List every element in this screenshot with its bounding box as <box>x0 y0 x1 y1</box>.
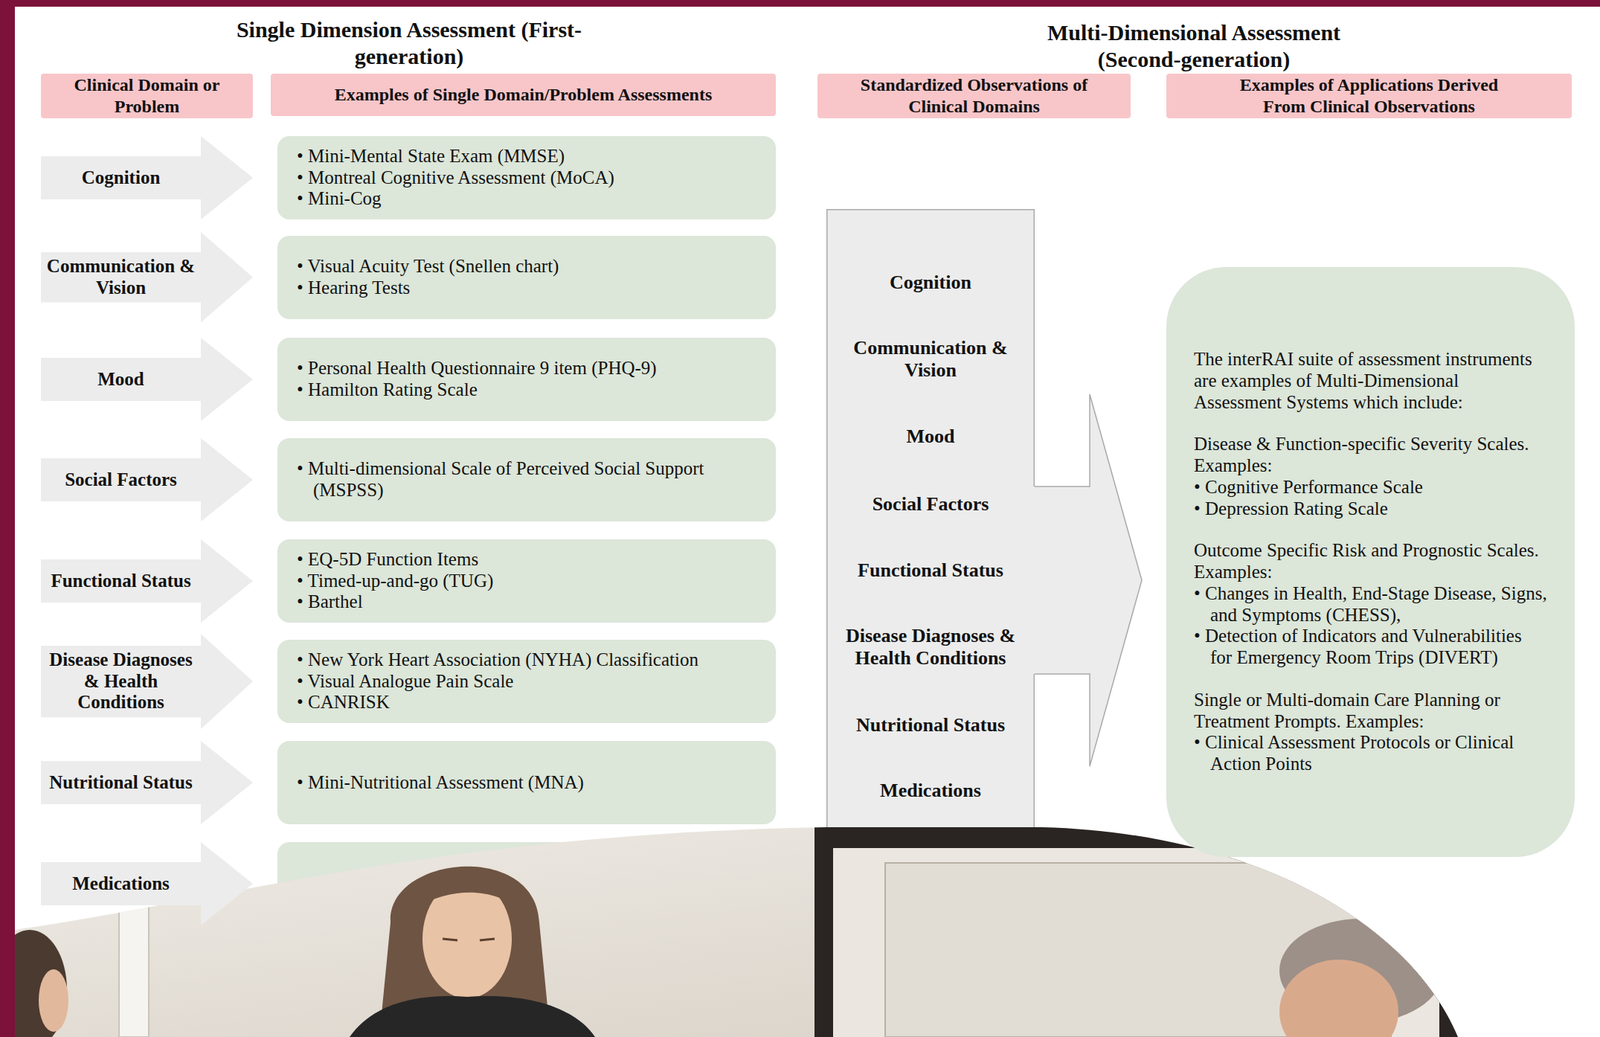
left-border-bar <box>0 0 15 1037</box>
assessment-box: • New York Heart Association (NYHA) Clas… <box>277 639 776 724</box>
header-text: Examples of Single Domain/Problem Assess… <box>334 84 713 106</box>
assessment-item: • Barthel <box>296 591 757 613</box>
assessment-item: • Mini-Nutritional Assessment (MNA) <box>296 772 757 794</box>
header-text: Examples of Applications Derived From Cl… <box>1220 74 1519 118</box>
domain-label: Social Factors <box>826 493 1035 516</box>
assessment-item: • New York Heart Association (NYHA) Clas… <box>296 649 757 671</box>
arrow-outline <box>40 136 253 220</box>
application-heading: Single or Multi-domain Care Planning or … <box>1193 689 1548 733</box>
assessment-item: • Hearing Tests <box>296 277 757 300</box>
domain-name: Mood <box>43 368 198 391</box>
domain-arrow: Cognition <box>40 136 253 220</box>
domain-name: Disease Diagnoses & Health Conditions <box>43 649 198 714</box>
domain-label: Cognition <box>826 271 1035 294</box>
application-intro: The interRAI suite of assessment instrum… <box>1193 348 1548 413</box>
door-frame <box>119 892 149 1037</box>
domain-arrow: Disease Diagnoses & Health Conditions <box>40 633 253 729</box>
domain-arrow: Mood <box>40 337 253 422</box>
arrow-outline <box>40 232 253 323</box>
assessment-item: • Visual Acuity Test (Snellen chart) <box>296 255 757 278</box>
arrow-outline <box>40 842 253 926</box>
arrow-outline <box>40 539 253 623</box>
domain-arrow: Communication & Vision <box>40 232 253 323</box>
application-item: • Changes in Health, End-Stage Disease, … <box>1193 583 1548 627</box>
application-heading: Disease & Function-specific Severity Sca… <box>1193 433 1548 477</box>
column-header: Standardized Observations of Clinical Do… <box>817 73 1131 119</box>
domain-label: Disease Diagnoses & Health Conditions <box>826 624 1035 670</box>
domain-name: Medications <box>43 873 198 895</box>
woman-fringe <box>416 871 521 912</box>
assessment-item: • Personal Health Questionnaire 9 item (… <box>296 357 757 380</box>
man-face <box>1279 959 1399 1037</box>
domain-name: Communication & Vision <box>43 255 198 300</box>
block-arrow-fill <box>1032 394 1142 767</box>
header-text: Clinical Domain or Problem <box>46 74 248 118</box>
domain-name: Nutritional Status <box>43 772 198 794</box>
column-border <box>827 209 1035 828</box>
assessment-item: • CANRISK <box>296 691 757 714</box>
assessment-box: • Visual Acuity Test (Snellen chart)• He… <box>277 235 776 320</box>
assessment-box: • Mini-Mental State Exam (MMSE)• Montrea… <box>277 136 776 220</box>
assessment-item: • Montreal Cognitive Assessment (MoCA) <box>296 167 757 189</box>
arrow-outline <box>40 633 253 729</box>
assessment-item: • Mini-Mental State Exam (MMSE) <box>296 145 757 168</box>
application-item: • Depression Rating Scale <box>1193 498 1548 520</box>
assessment-box: • Multi-dimensional Scale of Perceived S… <box>277 438 776 522</box>
assessment-box: • Personal Health Questionnaire 9 item (… <box>277 337 776 422</box>
person-face <box>38 969 69 1032</box>
assessment-box: • EQ-5D Function Items• Timed-up-and-go … <box>277 539 776 623</box>
assessment-box: • Mini-Nutritional Assessment (MNA) <box>277 740 776 825</box>
block-arrow-outline <box>1032 394 1142 767</box>
domain-name: Social Factors <box>43 469 198 491</box>
domain-arrow: Social Factors <box>40 438 253 522</box>
domain-name: Cognition <box>43 167 198 189</box>
assessment-item: • Visual Analogue Pain Scale <box>296 670 757 693</box>
domain-label: Mood <box>826 425 1035 448</box>
column-header: Examples of Applications Derived From Cl… <box>1166 73 1572 119</box>
domain-label: Functional Status <box>826 559 1035 582</box>
application-item: • Detection of Indicators and Vulnerabil… <box>1193 625 1548 669</box>
section-title: Multi-Dimensional Assessment (Second-gen… <box>1007 19 1380 73</box>
woman-shirt <box>349 996 596 1037</box>
domain-arrow: Nutritional Status <box>40 740 253 825</box>
arrow-shape <box>40 232 253 323</box>
assessment-item: • Timed-up-and-go (TUG) <box>296 570 757 593</box>
application-box: The interRAI suite of assessment instrum… <box>1166 267 1575 857</box>
arrow-outline <box>40 740 253 825</box>
block-arrow <box>1032 394 1142 767</box>
woman-eyes <box>442 938 495 941</box>
section-title: Single Dimension Assessment (First-gener… <box>223 16 596 70</box>
assessment-item: • Mini-Cog <box>296 188 757 210</box>
assessment-item: • Hamilton Rating Scale <box>296 379 757 401</box>
application-heading: Outcome Specific Risk and Prognostic Sca… <box>1193 540 1548 584</box>
domain-label: Nutritional Status <box>826 714 1035 737</box>
column-header: Examples of Single Domain/Problem Assess… <box>270 73 776 117</box>
column-header: Clinical Domain or Problem <box>40 73 253 119</box>
assessment-item: • EQ-5D Function Items <box>296 548 757 571</box>
observation-column: CognitionCommunication & VisionMoodSocia… <box>826 209 1035 828</box>
header-text: Standardized Observations of Clinical Do… <box>849 74 1099 118</box>
application-item: • Cognitive Performance Scale <box>1193 476 1548 499</box>
arrow-outline <box>40 337 253 422</box>
arrow-outline <box>40 438 253 522</box>
arrow-shape <box>40 337 253 422</box>
application-item: • Clinical Assessment Protocols or Clini… <box>1193 731 1548 776</box>
domain-name: Functional Status <box>43 570 198 593</box>
domain-label: Medications <box>826 779 1035 802</box>
top-border-bar <box>0 0 1600 7</box>
domain-arrow: Functional Status <box>40 539 253 623</box>
domain-label: Communication & Vision <box>826 336 1035 382</box>
domain-arrow: Medications <box>40 842 253 926</box>
assessment-item: • Multi-dimensional Scale of Perceived S… <box>296 458 757 502</box>
